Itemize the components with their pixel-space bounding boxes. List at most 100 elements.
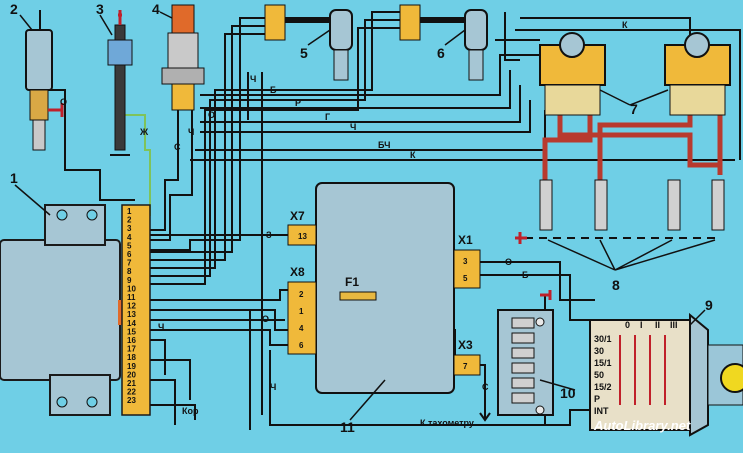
ignition-switch xyxy=(589,312,743,437)
ecu-pin-number: 16 xyxy=(127,336,136,345)
switch-terminal: INT xyxy=(594,406,609,416)
x8-pin: 4 xyxy=(299,324,304,333)
ecu-pin-number: 11 xyxy=(127,293,136,302)
label-4: 4 xyxy=(152,1,160,17)
wire-label-o-x1: О xyxy=(505,257,512,267)
wire-label-kor: Кор xyxy=(182,406,199,416)
label-3: 3 xyxy=(96,1,104,17)
spark-plugs xyxy=(515,179,725,244)
ecu-pin-number: 22 xyxy=(127,388,136,397)
label-5: 5 xyxy=(300,45,308,61)
x8-pin: 6 xyxy=(299,341,304,350)
wire-label-b: Б xyxy=(270,85,277,95)
x1-pin: 3 xyxy=(463,257,468,266)
label-8: 8 xyxy=(612,277,620,293)
label-11: 11 xyxy=(340,419,355,435)
ecu-connector xyxy=(121,204,151,416)
tachometer-label: К тахометру xyxy=(420,418,474,428)
ecu-pin-number: 1 xyxy=(127,207,132,216)
ecu-pin-number: 4 xyxy=(127,233,132,242)
ecu-pin-number: 17 xyxy=(127,345,136,354)
ecu-pin-number: 9 xyxy=(127,276,132,285)
wire-label-b-right: Б xyxy=(522,270,529,280)
wire-label-k-top: К xyxy=(622,20,628,30)
fuse-block xyxy=(497,290,554,416)
label-6: 6 xyxy=(437,45,445,61)
x1-pin: 5 xyxy=(463,274,468,283)
label-x8: X8 xyxy=(290,265,305,279)
ecu-pin-number: 23 xyxy=(127,396,136,405)
wires xyxy=(40,11,741,430)
relay-module xyxy=(315,182,455,394)
tachometer-arrow-icon xyxy=(479,405,491,422)
ecu-pin-number: 18 xyxy=(127,353,136,362)
switch-terminal: 50 xyxy=(594,370,604,380)
switch-terminal: 30 xyxy=(594,346,604,356)
sensor-4 xyxy=(161,4,205,111)
sensor-3 xyxy=(107,10,133,156)
switch-position: II xyxy=(655,320,660,330)
label-x3: X3 xyxy=(458,338,473,352)
wire-label-ch-bottom: Ч xyxy=(270,382,276,392)
wire-label-o-right: О xyxy=(208,110,215,120)
ecu-pin-number: 14 xyxy=(127,319,136,328)
ignition-coil-left xyxy=(539,32,606,116)
connector-x7 xyxy=(287,224,317,246)
ecu-pin-number: 13 xyxy=(127,310,136,319)
connector-x1 xyxy=(453,249,481,289)
x3-pin: 7 xyxy=(463,362,468,371)
label-x1: X1 xyxy=(458,233,473,247)
ecu-pin-number: 3 xyxy=(127,224,132,233)
wire-label-c-top: С xyxy=(174,142,181,152)
ecu-pin-number: 6 xyxy=(127,250,132,259)
wire-label-ch-left: Ч xyxy=(158,322,164,332)
ecu-pin-number: 2 xyxy=(127,216,132,225)
wire-label-k: К xyxy=(410,150,416,160)
label-2: 2 xyxy=(10,1,18,17)
wire-label-r: Р xyxy=(295,98,301,108)
wire-label-ch: Ч xyxy=(350,122,356,132)
wire-label-ch-top: Ч xyxy=(250,74,256,84)
wire-label-c-x3: С xyxy=(482,382,489,392)
ecu-pin-number: 7 xyxy=(127,259,132,268)
ecu-pin-number: 20 xyxy=(127,370,136,379)
x8-pin: 1 xyxy=(299,307,304,316)
sensor-5 xyxy=(264,4,353,81)
hv-wires xyxy=(542,110,723,180)
wire-label-bch: БЧ xyxy=(378,140,390,150)
x7-pin: 13 xyxy=(298,232,307,241)
label-10: 10 xyxy=(560,385,576,401)
wire-label-g: Г xyxy=(325,112,330,122)
ecu-pin-number: 12 xyxy=(127,302,136,311)
ecu-pin-number: 21 xyxy=(127,379,136,388)
connector-x3 xyxy=(453,354,481,376)
label-f1: F1 xyxy=(345,275,359,289)
ecu-module xyxy=(0,204,126,416)
leader-lines xyxy=(14,11,716,421)
ignition-coil-right xyxy=(664,32,731,116)
label-9: 9 xyxy=(705,297,713,313)
connector-x8 xyxy=(287,281,317,355)
wire-label-zh: Ж xyxy=(139,127,149,137)
ecu-pin-number: 8 xyxy=(127,267,132,276)
ecu-pin-number: 19 xyxy=(127,362,136,371)
sensor-2 xyxy=(25,10,64,151)
label-7: 7 xyxy=(630,101,638,117)
x8-pin: 2 xyxy=(299,290,304,299)
watermark: AutoLibrary.net xyxy=(593,418,691,433)
ecu-pin-number: 10 xyxy=(127,284,136,293)
wire-label-o-left: О xyxy=(60,97,67,107)
label-1: 1 xyxy=(10,170,18,186)
label-x7: X7 xyxy=(290,209,305,223)
wire-label-z: З xyxy=(266,230,272,240)
ecu-pin-number: 15 xyxy=(127,327,136,336)
wire-label-o-mid: О xyxy=(262,314,269,324)
ecu-pin-number: 5 xyxy=(127,241,132,250)
switch-position: I xyxy=(640,320,643,330)
switch-position: 0 xyxy=(625,320,630,330)
switch-terminal: P xyxy=(594,394,600,404)
switch-terminal: 30/1 xyxy=(594,334,612,344)
